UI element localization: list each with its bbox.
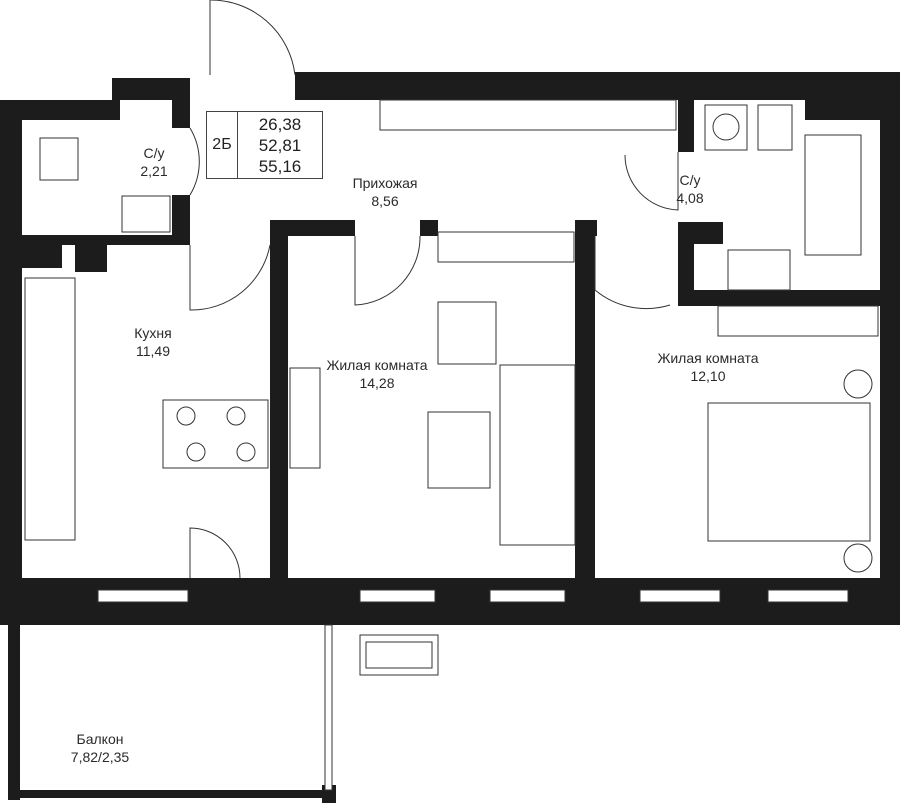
furniture — [24, 99, 879, 573]
apartment-area-box: 2Б 26,38 52,81 55,16 — [206, 111, 323, 179]
total-area: 52,81 — [258, 136, 302, 155]
apartment-areas: 26,38 52,81 55,16 — [237, 111, 323, 179]
apartment-type: 2Б — [206, 111, 238, 179]
living-area: 26,38 — [258, 115, 302, 134]
windows — [97, 589, 849, 603]
walls — [0, 72, 900, 625]
balcony — [8, 624, 439, 803]
doors — [189, 0, 679, 579]
total-area-with-balcony: 55,16 — [258, 157, 302, 176]
